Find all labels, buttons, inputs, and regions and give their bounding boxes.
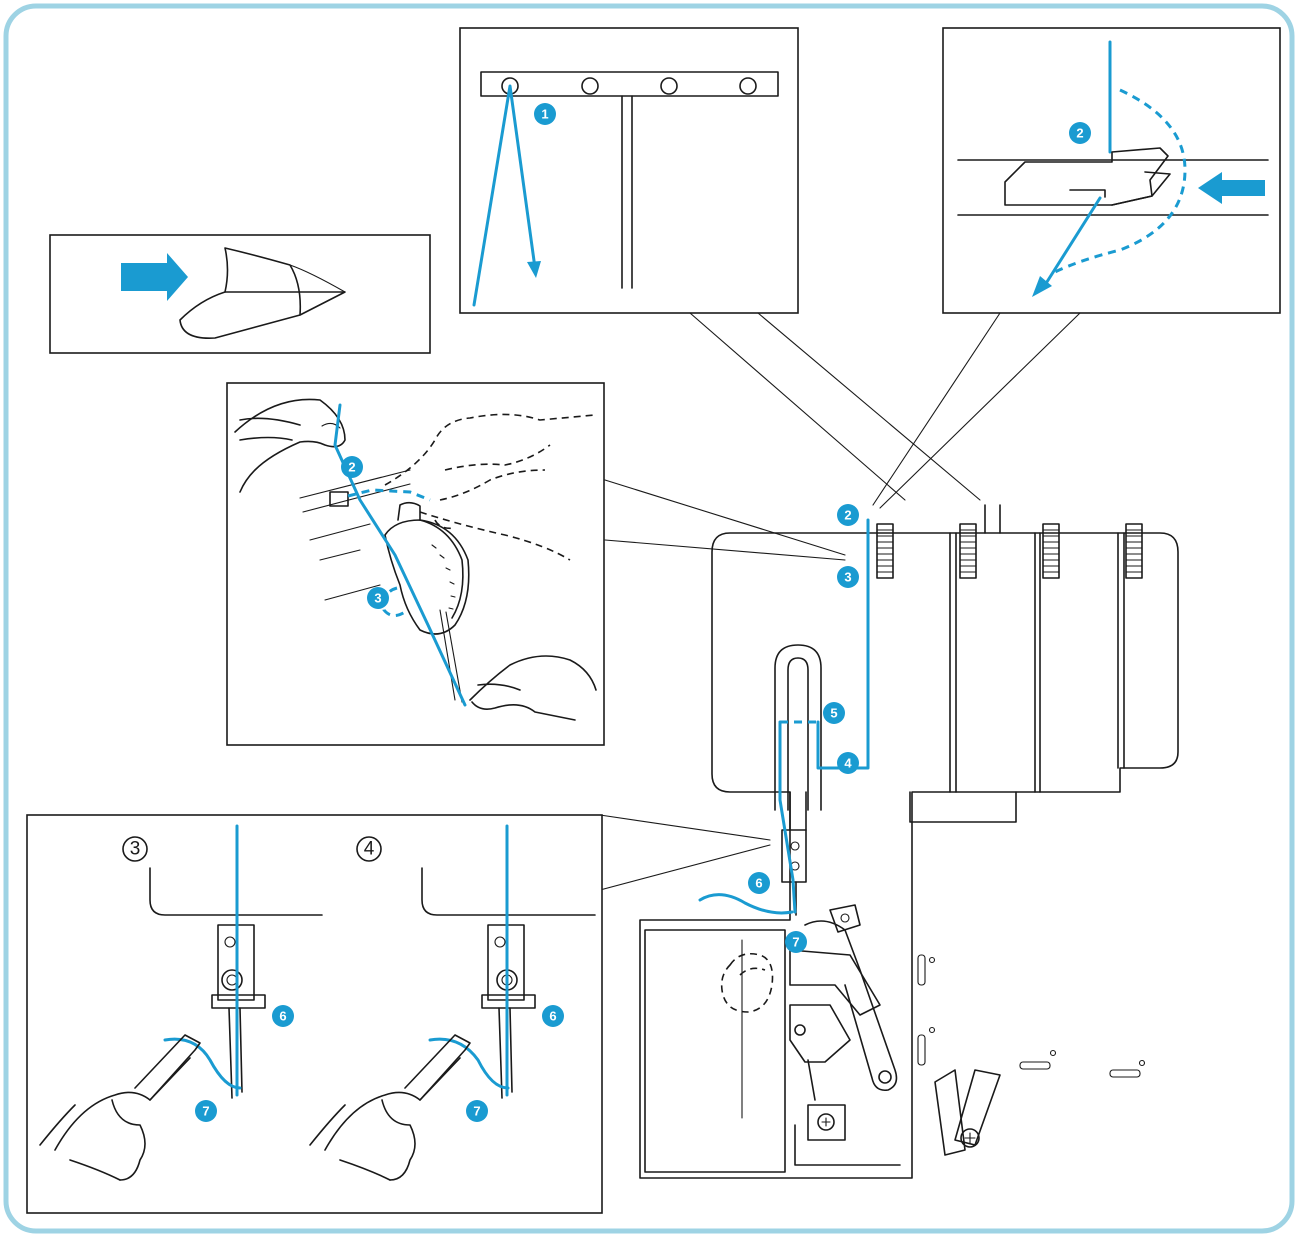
tension-dial-icon — [1042, 523, 1060, 579]
badge-machine-step-4: 4 — [837, 752, 859, 774]
svg-text:1: 1 — [541, 107, 548, 122]
serger-machine — [639, 504, 1179, 1179]
svg-text:7: 7 — [792, 935, 799, 950]
svg-text:3: 3 — [374, 591, 381, 606]
badge-hand-step-3: 3 — [367, 587, 389, 609]
thread-guide-icon — [480, 71, 779, 289]
svg-text:2: 2 — [844, 508, 851, 523]
callout-lines — [599, 312, 1081, 891]
svg-text:6: 6 — [755, 876, 762, 891]
badge-machine-step-7: 7 — [785, 931, 807, 953]
svg-text:2: 2 — [348, 460, 355, 475]
badge-needle4-step-7: 7 — [466, 1100, 488, 1122]
tension-dial-icon — [1125, 523, 1143, 579]
badge-hand-step-2: 2 — [341, 456, 363, 478]
badge-machine-step-3: 3 — [837, 566, 859, 588]
arrow-left-icon — [1198, 172, 1265, 204]
needle-left-label: 3 — [130, 839, 141, 860]
needle-4-group: 4 — [309, 824, 596, 1181]
tension-dial-panel — [226, 382, 605, 746]
tension-dial-icon — [876, 523, 894, 579]
thread-guide-panel — [459, 27, 799, 314]
badge-needle4-step-6: 6 — [542, 1005, 564, 1027]
badge-needle3-step-7: 7 — [195, 1100, 217, 1122]
badge-guide-hole: 1 — [534, 103, 556, 125]
svg-text:7: 7 — [473, 1104, 480, 1119]
svg-text:7: 7 — [202, 1104, 209, 1119]
svg-text:6: 6 — [549, 1009, 556, 1024]
step-badges: 1 2 2 3 2 3 5 4 6 7 6 7 6 7 — [195, 103, 1091, 1122]
svg-text:5: 5 — [830, 706, 837, 721]
badge-machine-step-6: 6 — [748, 872, 770, 894]
needle-3-group: 3 — [39, 824, 323, 1181]
badge-needle3-step-6: 6 — [272, 1005, 294, 1027]
needle-threading-panel: 3 4 — [26, 814, 603, 1214]
needle-right-label: 4 — [364, 839, 375, 860]
badge-top-step: 2 — [1069, 122, 1091, 144]
thread-hook-panel — [942, 27, 1281, 314]
arrow-right-icon — [121, 253, 188, 301]
badge-machine-step-2: 2 — [837, 504, 859, 526]
svg-text:4: 4 — [844, 756, 852, 771]
presser-foot-panel — [49, 234, 431, 354]
badge-machine-step-5: 5 — [823, 702, 845, 724]
svg-text:3: 3 — [844, 570, 851, 585]
tension-dial-icon — [959, 523, 977, 579]
svg-text:2: 2 — [1076, 126, 1083, 141]
svg-text:6: 6 — [279, 1009, 286, 1024]
